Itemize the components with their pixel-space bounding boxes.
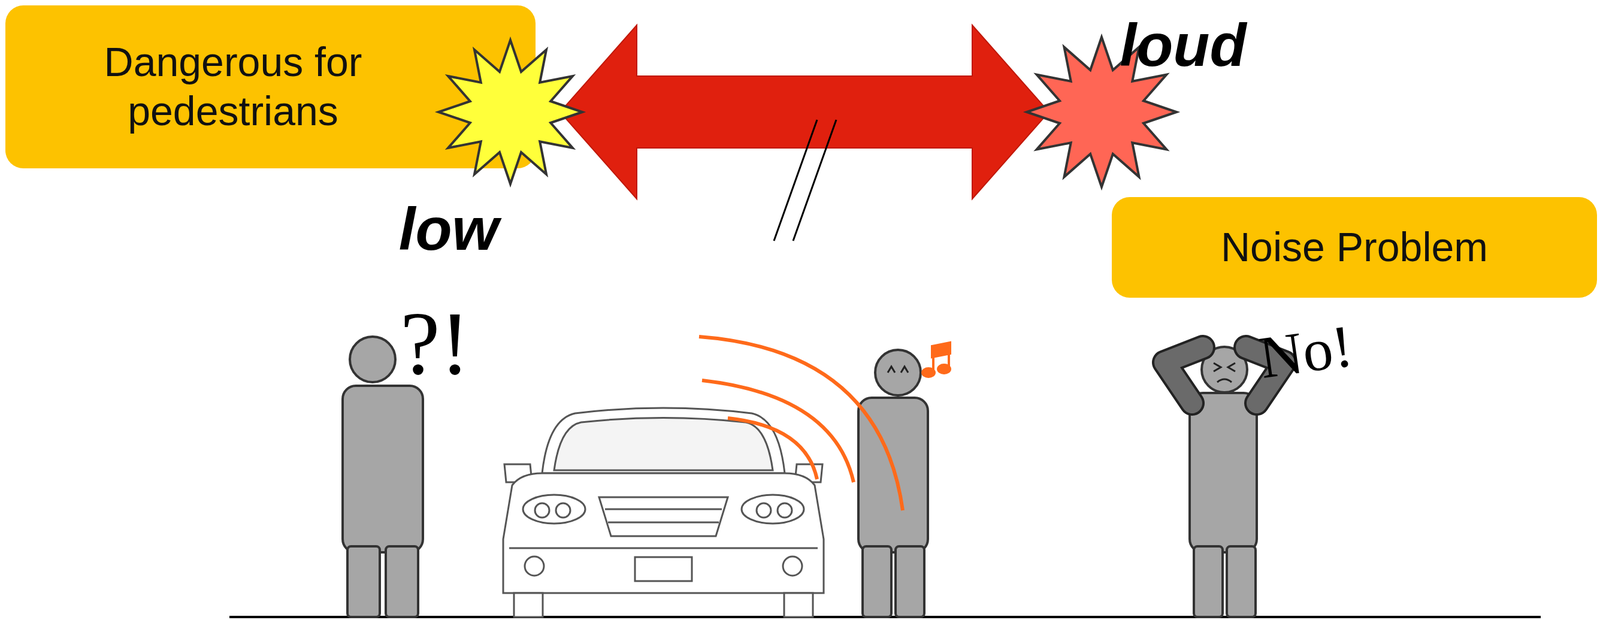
car-body	[503, 473, 824, 594]
fog-light	[524, 556, 544, 576]
headlight-lamp	[756, 503, 771, 518]
smiling-eyes	[887, 366, 909, 373]
starburst-outline	[438, 40, 583, 184]
exclamation-label: No!	[1255, 315, 1357, 389]
grille-bar	[608, 521, 719, 524]
torso	[1189, 392, 1257, 553]
headlight	[522, 494, 586, 524]
leg	[1193, 546, 1223, 617]
box-text: Noise Problem	[1111, 222, 1598, 272]
wheel	[784, 593, 813, 617]
head	[875, 349, 921, 396]
sound-waves	[699, 336, 903, 511]
grille-bar	[605, 508, 722, 511]
fog-light	[782, 556, 803, 576]
headlight	[741, 494, 804, 524]
grille	[599, 497, 728, 537]
windshield	[554, 418, 773, 471]
leg	[385, 546, 419, 617]
level-word: low	[355, 198, 542, 259]
music-note	[922, 342, 951, 377]
note-head	[922, 368, 935, 377]
arm	[1164, 347, 1203, 404]
leg	[895, 546, 925, 617]
starburst-shape	[436, 38, 585, 186]
car-front-view	[503, 407, 824, 617]
annoyed-pedestrian	[1189, 346, 1257, 617]
head	[349, 336, 396, 383]
wheel	[513, 593, 543, 617]
sound-arc	[727, 418, 818, 480]
torso	[342, 385, 423, 553]
double-arrow	[560, 25, 1049, 199]
annoyed-face	[1213, 363, 1236, 383]
callout-box: Noise Problem	[1111, 197, 1598, 298]
headlight-lamp	[777, 503, 792, 518]
bumper-line	[509, 547, 818, 550]
headlight-lamp	[555, 503, 571, 518]
leg	[1226, 546, 1256, 617]
note-beam	[932, 349, 951, 358]
starburst: low	[436, 38, 585, 186]
break-slash	[793, 119, 837, 241]
starburst: loud	[1024, 35, 1179, 189]
break-slash	[773, 119, 818, 241]
level-word: loud	[1093, 14, 1273, 75]
box-text: Dangerous for pedestrians	[17, 37, 449, 136]
exclamation-label: ?!	[400, 298, 471, 389]
leg	[347, 546, 380, 617]
happy-pedestrian	[858, 349, 928, 617]
sound-arc	[699, 336, 903, 511]
note-head	[938, 364, 951, 374]
license-plate	[634, 557, 692, 582]
car-roof	[542, 407, 785, 474]
headlight-lamp	[534, 503, 550, 518]
leg	[862, 546, 892, 617]
sound-arc	[702, 380, 854, 483]
arm-outline	[1164, 347, 1203, 404]
